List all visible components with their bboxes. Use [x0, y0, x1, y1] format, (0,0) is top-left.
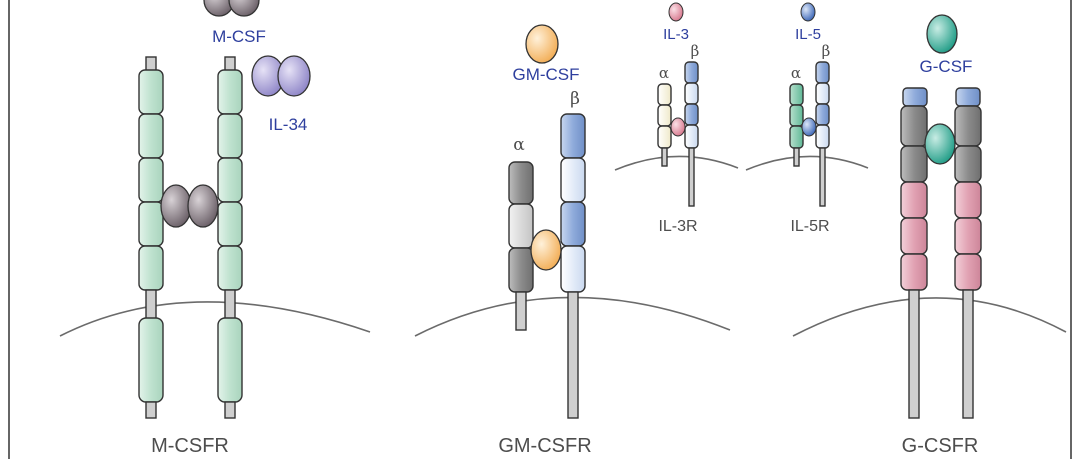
gcsfr-membrane: [792, 297, 1067, 337]
il3-label: IL-3: [663, 26, 689, 43]
il5-free: [800, 2, 816, 22]
gcsfr-chain-left: [900, 87, 928, 419]
il5-label: IL-5: [795, 26, 821, 43]
il5r-label: IL-5R: [790, 218, 829, 235]
mcsfr-label: M-CSFR: [151, 435, 229, 457]
gmcsf-label: GM-CSF: [512, 65, 579, 84]
il5-bound: [801, 117, 817, 137]
il3r-label: IL-3R: [658, 218, 697, 235]
gcsfr-panel: G-CSF G-CSFR: [792, 14, 1067, 457]
gcsf-label: G-CSF: [920, 57, 973, 76]
gmcsfr-membrane: [414, 296, 731, 337]
gmcsfr-alpha-chain: [508, 161, 534, 331]
il5r-membrane: [745, 155, 869, 171]
mcsf-free-dimer: [203, 0, 260, 17]
gcsfr-chain-right: [954, 87, 982, 419]
il3-bound: [670, 117, 686, 137]
il3r-alpha-chain: [657, 83, 672, 167]
il34-label: IL-34: [269, 115, 308, 134]
gmcsf-bound: [530, 229, 562, 271]
gmcsfr-alpha-label: α: [513, 135, 525, 155]
frame-border: [8, 0, 1072, 459]
gcsf-bound: [924, 123, 956, 165]
il3r-panel: IL-3 α β IL-3R: [614, 2, 739, 235]
mcsf-label: M-CSF: [212, 27, 266, 46]
il3-free: [668, 2, 684, 22]
il5r-panel: IL-5 α β IL-5R: [745, 2, 869, 235]
il5r-beta-label: β: [822, 42, 831, 60]
il3r-membrane: [614, 155, 739, 171]
il5r-alpha-label: α: [791, 64, 801, 82]
il3r-alpha-label: α: [659, 64, 669, 82]
gmcsfr-label: GM-CSFR: [498, 435, 591, 457]
gmcsfr-beta-label: β: [570, 89, 580, 109]
mcsfr-chain-right: [217, 56, 243, 419]
gcsfr-label: G-CSFR: [902, 435, 979, 457]
il3r-beta-chain: [684, 61, 699, 207]
il3r-beta-label: β: [691, 42, 700, 60]
il5r-beta-chain: [815, 61, 830, 207]
mcsfr-chain-left: [138, 56, 164, 419]
gmcsf-free: [525, 24, 559, 64]
gmcsfr-beta-chain: [560, 113, 586, 419]
gmcsfr-panel: GM-CSF α β GM-CSFR: [414, 24, 731, 457]
il5r-alpha-chain: [789, 83, 804, 167]
il34-dimer: [251, 55, 311, 97]
mcsfr-membrane: [59, 301, 371, 337]
mcsf-bound-dimer: [160, 184, 219, 228]
gcsf-free: [926, 14, 958, 54]
mcsfr-panel: M-CSF IL-34 M-CSFR: [59, 0, 371, 457]
